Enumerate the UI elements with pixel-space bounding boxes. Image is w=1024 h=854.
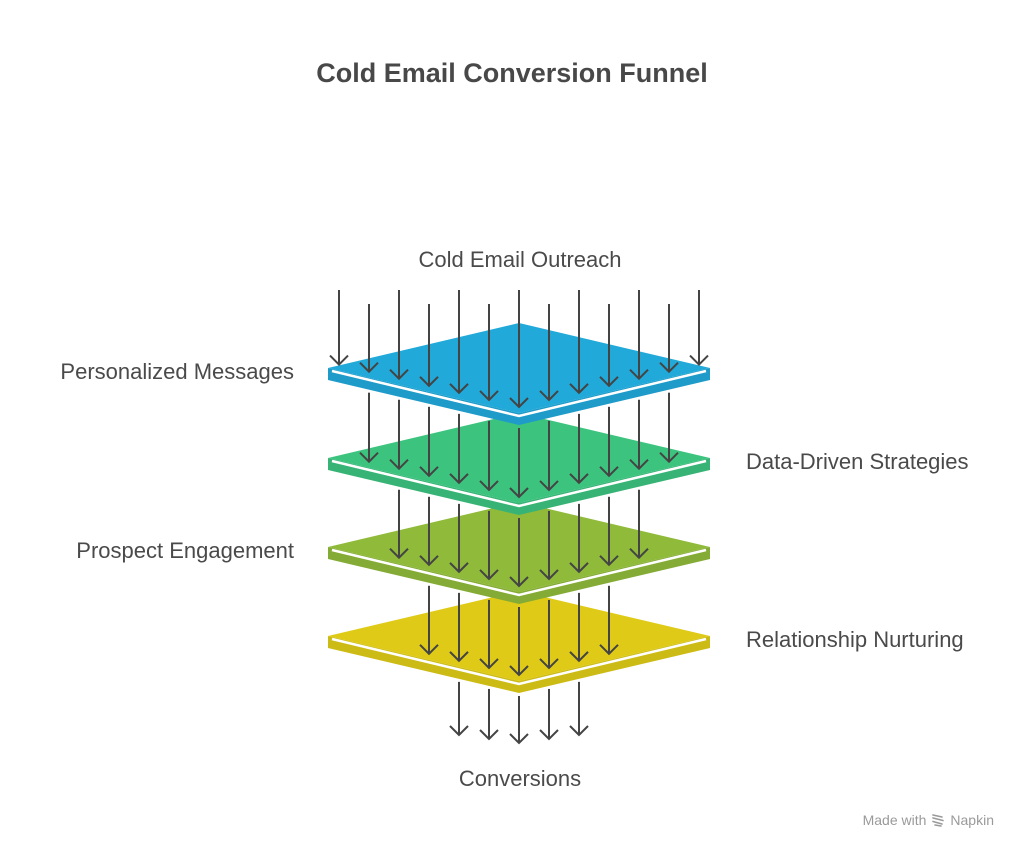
layer-label-relationship-nurturing: Relationship Nurturing — [746, 627, 964, 652]
layer-side — [328, 368, 710, 425]
down-arrow-icon — [539, 599, 559, 670]
layer-label-personalized-messages: Personalized Messages — [60, 359, 294, 384]
arrows-into-layer-4 — [419, 585, 619, 677]
napkin-brand-text: Napkin — [950, 812, 994, 828]
down-arrow-icon — [509, 428, 529, 499]
layer-side — [328, 547, 710, 604]
down-arrow-icon — [659, 392, 679, 464]
down-arrow-icon — [419, 406, 439, 478]
down-arrow-icon — [689, 290, 709, 367]
down-arrow-icon — [449, 592, 469, 663]
down-arrow-icon — [479, 510, 499, 581]
layer-label-prospect-engagement: Prospect Engagement — [76, 538, 294, 563]
down-arrow-icon — [419, 496, 439, 567]
layer-edge-highlight — [331, 459, 707, 508]
diagram-title: Cold Email Conversion Funnel — [316, 58, 708, 88]
down-arrow-icon — [419, 304, 439, 388]
down-arrow-icon — [329, 290, 349, 367]
down-arrow-icon — [599, 304, 619, 388]
down-arrow-icon — [509, 696, 529, 745]
down-arrow-icon — [539, 420, 559, 492]
arrows-into-layer-3 — [389, 489, 649, 588]
down-arrow-icon — [659, 304, 679, 374]
arrows-into-layer-2 — [359, 392, 679, 499]
down-arrow-icon — [509, 518, 529, 588]
input-arrows — [329, 290, 709, 409]
down-arrow-icon — [599, 585, 619, 656]
down-arrow-icon — [449, 503, 469, 574]
down-arrow-icon — [629, 290, 649, 381]
down-arrow-icon — [479, 420, 499, 492]
down-arrow-icon — [599, 496, 619, 567]
down-arrow-icon — [539, 688, 559, 741]
down-arrow-icon — [509, 290, 529, 409]
layer-edge-highlight — [331, 548, 707, 597]
down-arrow-icon — [509, 607, 529, 677]
down-arrow-icon — [419, 585, 439, 656]
down-arrow-icon — [539, 510, 559, 581]
down-arrow-icon — [449, 290, 469, 395]
down-arrow-icon — [479, 688, 499, 741]
output-arrows — [449, 681, 589, 745]
down-arrow-icon — [479, 304, 499, 402]
napkin-logo-icon — [932, 814, 945, 827]
input-label: Cold Email Outreach — [418, 247, 622, 272]
layer-label-data-driven-strategies: Data-Driven Strategies — [746, 449, 969, 474]
down-arrow-icon — [629, 489, 649, 560]
down-arrow-icon — [599, 406, 619, 478]
down-arrow-icon — [449, 413, 469, 485]
down-arrow-icon — [569, 681, 589, 737]
down-arrow-icon — [539, 304, 559, 402]
layer-edge-highlight — [331, 637, 707, 686]
made-with-text: Made with — [862, 812, 927, 828]
down-arrow-icon — [569, 290, 589, 395]
down-arrow-icon — [389, 489, 409, 560]
layer-edge-highlight — [331, 369, 707, 418]
down-arrow-icon — [389, 399, 409, 471]
output-label: Conversions — [458, 766, 582, 791]
down-arrow-icon — [479, 599, 499, 670]
down-arrow-icon — [569, 503, 589, 574]
layer-side — [328, 458, 710, 515]
layer-side — [328, 636, 710, 693]
down-arrow-icon — [389, 290, 409, 381]
down-arrow-icon — [359, 392, 379, 464]
down-arrow-icon — [569, 592, 589, 663]
footer-watermark: Made with Napkin — [863, 812, 994, 828]
down-arrow-icon — [569, 413, 589, 485]
down-arrow-icon — [629, 399, 649, 471]
down-arrow-icon — [359, 304, 379, 374]
down-arrow-icon — [449, 681, 469, 737]
